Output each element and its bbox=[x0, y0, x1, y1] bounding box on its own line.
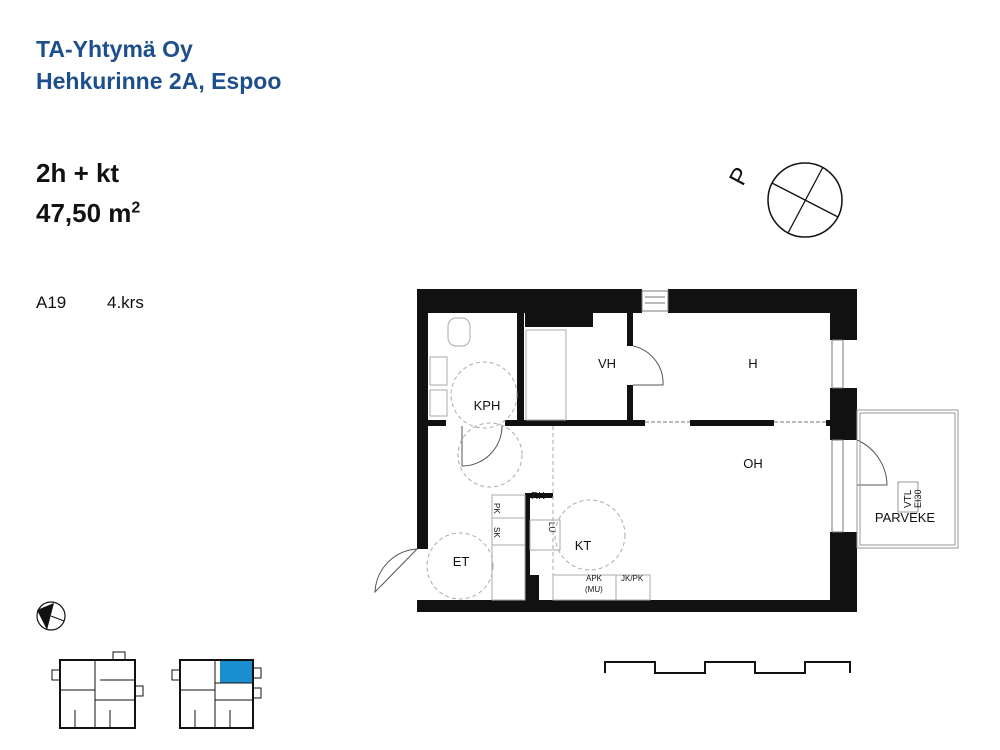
label-vtl: VTL bbox=[903, 489, 914, 508]
label-rk: RK bbox=[531, 491, 545, 502]
room-label-h: H bbox=[748, 356, 757, 371]
room-label-parveke: PARVEKE bbox=[875, 510, 936, 525]
highlighted-apartment bbox=[220, 660, 253, 683]
north-label: P bbox=[724, 163, 755, 190]
label-mu: (MU) bbox=[585, 585, 603, 594]
room-label-et: ET bbox=[453, 554, 470, 569]
area-unit-sup: 2 bbox=[131, 199, 141, 217]
walls bbox=[417, 289, 857, 612]
room-label-vh: VH bbox=[598, 356, 616, 371]
doors bbox=[374, 345, 888, 594]
address: Hehkurinne 2A, Espoo bbox=[36, 68, 282, 94]
floor-label: 4.krs bbox=[107, 293, 144, 312]
company-name: TA-Yhtymä Oy bbox=[36, 36, 193, 62]
furniture bbox=[429, 317, 651, 601]
windows bbox=[641, 290, 844, 533]
label-lu: LU bbox=[547, 522, 556, 532]
compass-icon: P bbox=[724, 162, 843, 238]
area-value: 47,50 m bbox=[36, 198, 132, 228]
balcony bbox=[856, 409, 959, 549]
key-plan-1 bbox=[51, 651, 144, 729]
apartment-type: 2h + kt bbox=[36, 158, 120, 188]
key-plan-2 bbox=[171, 659, 262, 729]
room-label-oh: OH bbox=[743, 456, 763, 471]
label-apk: APK bbox=[586, 574, 603, 583]
orientation-icon bbox=[36, 601, 66, 631]
label-sk: SK bbox=[492, 527, 501, 538]
apartment-code: A19 bbox=[36, 293, 67, 312]
scale-bar bbox=[604, 661, 851, 674]
label-ei30: EI30 bbox=[913, 489, 923, 508]
label-jkpk: JK/PK bbox=[621, 574, 644, 583]
fixtures bbox=[426, 361, 626, 600]
room-label-kt: KT bbox=[575, 538, 592, 553]
room-label-kph: KPH bbox=[474, 398, 501, 413]
apartment-area: 47,50 m2 bbox=[36, 198, 140, 229]
label-pk: PK bbox=[492, 503, 501, 514]
